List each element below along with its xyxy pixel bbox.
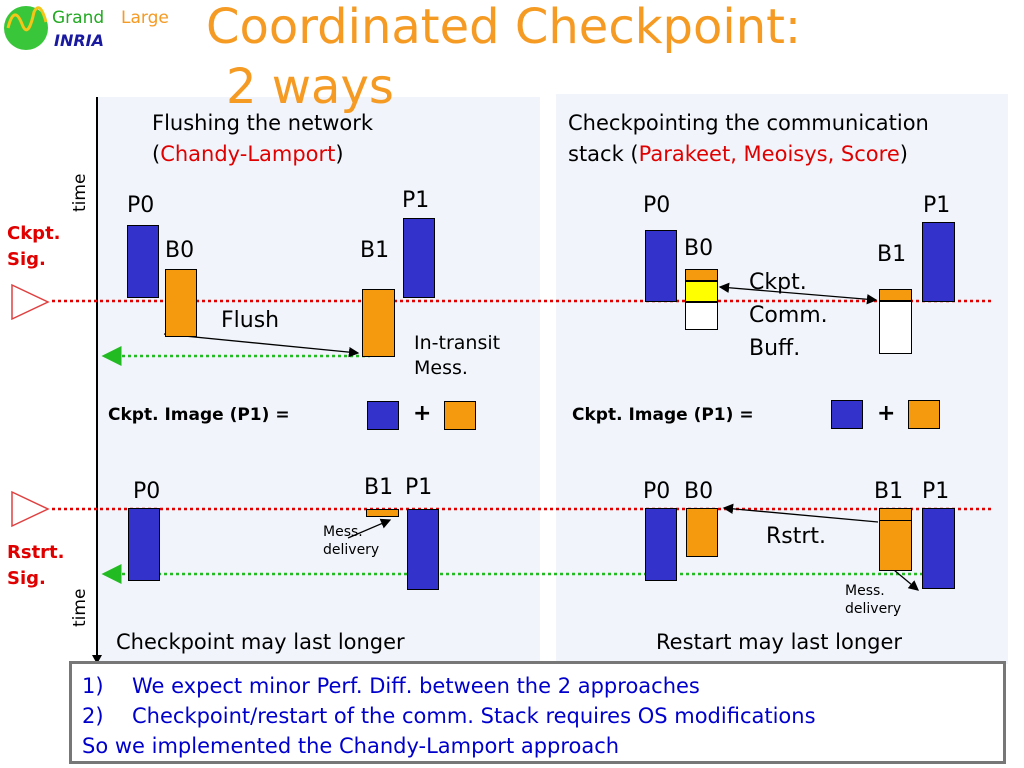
left-p1-label: P1 — [402, 188, 430, 213]
left-footer: Checkpoint may last longer — [116, 630, 405, 654]
logo-inria: INRIA — [54, 31, 104, 50]
right-p0-bottom-label: P0 — [643, 479, 671, 504]
right-heading: Checkpointing the communication stack (P… — [568, 108, 929, 170]
conclusion-item-1: 1)We expect minor Perf. Diff. between th… — [82, 674, 700, 698]
right-footer: Restart may last longer — [656, 630, 903, 654]
left-heading: Flushing the network (Chandy-Lamport) — [152, 108, 373, 170]
left-p1-process — [403, 218, 435, 298]
left-p0-bottom-label: P0 — [133, 479, 161, 504]
left-b1-bottom-label: B1 — [364, 475, 394, 500]
right-p0-label: P0 — [643, 193, 671, 218]
ckpt-comm-buff-label: Ckpt.Comm.Buff. — [749, 270, 828, 361]
flush-label: Flush — [221, 308, 280, 333]
right-p1-label: P1 — [923, 193, 951, 218]
left-p1-bottom-process — [407, 509, 439, 590]
right-b0-buffer — [685, 269, 718, 281]
rstrt-label: Rstrt. — [766, 524, 827, 549]
right-b1-bottom-divider — [879, 520, 912, 521]
left-b0-buffer — [165, 269, 197, 337]
left-image-buffer-block — [444, 401, 476, 430]
right-b0-bottom-buffer — [686, 508, 718, 557]
right-p1-process — [922, 222, 955, 302]
left-p1-bottom-label: P1 — [405, 475, 433, 500]
slide-title-line1: Coordinated Checkpoint: — [206, 0, 802, 55]
conclusion-summary: So we implemented the Chandy-Lamport app… — [82, 734, 620, 758]
conclusion-box: 1)We expect minor Perf. Diff. between th… — [69, 661, 1006, 764]
left-p0-process — [127, 225, 159, 298]
right-mess-delivery-label: Mess.delivery — [845, 583, 902, 617]
conclusion-item-2: 2)Checkpoint/restart of the comm. Stack … — [82, 704, 816, 728]
chandy-lamport-label: Chandy-Lamport — [160, 142, 336, 166]
left-b1-buffer — [362, 289, 395, 357]
logo-grand: Grand — [52, 8, 105, 28]
logo-large: Large — [121, 8, 169, 28]
ckpt-signal-triangle-icon — [11, 283, 50, 321]
left-delivery-arrow — [347, 518, 392, 539]
rstrt-arrow — [722, 503, 879, 523]
left-p0-label: P0 — [127, 193, 155, 218]
parakeet-label: Parakeet, Meoisys, Score — [638, 142, 900, 166]
right-b1-bottom-label: B1 — [874, 479, 904, 504]
right-image-plus: + — [877, 401, 896, 426]
left-panel — [97, 97, 540, 663]
right-p1-bottom-process — [922, 508, 955, 589]
right-b1-buffer — [879, 289, 912, 301]
rstrt-sig-label: Rstrt.Sig. — [7, 542, 65, 589]
right-image-buffer-block — [908, 400, 940, 429]
right-p0-process — [645, 230, 677, 302]
left-heading-line1: Flushing the network — [152, 111, 374, 135]
time-axis-arrow-icon — [92, 655, 102, 664]
right-heading-line1: Checkpointing the communication — [568, 111, 929, 135]
right-p0-bottom-process — [645, 508, 677, 581]
right-b0-comm-buffer — [685, 281, 718, 302]
slide-title-line2: 2 ways — [226, 59, 394, 115]
flush-arrow — [163, 333, 360, 358]
right-b1-label: B1 — [877, 242, 907, 267]
left-mess-delivery-label: Mess.delivery — [323, 524, 380, 558]
ckpt-sig-label: Ckpt.Sig. — [7, 223, 61, 270]
right-b1-bottom-buffer — [879, 508, 912, 571]
grand-large-logo-icon — [4, 6, 48, 50]
left-image-plus: + — [413, 401, 432, 426]
left-b0-label: B0 — [165, 238, 195, 263]
right-heading-line2: stack (Parakeet, Meoisys, Score) — [568, 142, 908, 166]
left-p0-bottom-process — [128, 508, 160, 581]
right-b0-bottom-label: B0 — [684, 479, 714, 504]
right-image-process-block — [831, 400, 863, 429]
right-b0-empty — [685, 302, 718, 330]
right-image-equation: Ckpt. Image (P1) = — [572, 405, 754, 425]
right-p1-bottom-label: P1 — [922, 479, 950, 504]
left-image-process-block — [367, 401, 399, 430]
right-delivery-arrow — [893, 569, 919, 591]
rstrt-signal-triangle-icon — [11, 490, 50, 528]
left-heading-line2: (Chandy-Lamport) — [152, 142, 344, 166]
right-b0-label: B0 — [684, 236, 714, 261]
left-b1-bottom-buffer — [366, 509, 399, 517]
ckpt-comm-buff-arrow — [718, 282, 878, 305]
left-image-equation: Ckpt. Image (P1) = — [108, 405, 290, 425]
left-b1-label: B1 — [360, 238, 390, 263]
right-b1-empty — [879, 301, 912, 354]
